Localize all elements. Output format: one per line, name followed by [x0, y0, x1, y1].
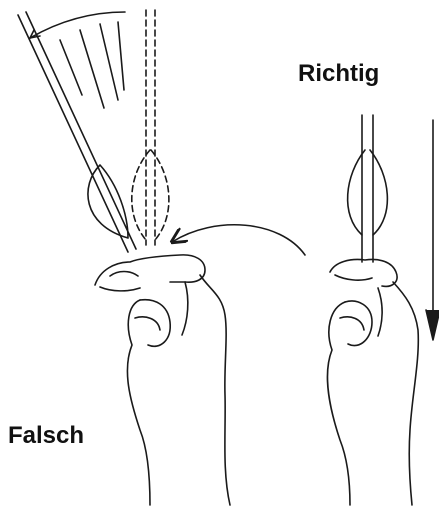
- thumb-line-wrong: [135, 317, 160, 330]
- correct-release-illustration: [327, 115, 439, 505]
- thumb-correct: [345, 301, 372, 346]
- finger-wrong: [95, 255, 205, 285]
- wrong-label: Falsch: [8, 424, 84, 448]
- finger-curl-wrong: [100, 287, 140, 291]
- arrow-shaft-wrong: [18, 15, 128, 252]
- fletching-wrong: [88, 165, 128, 238]
- curved-arrow: [172, 225, 305, 255]
- ghost-arrow: [132, 10, 169, 245]
- motion-streak: [100, 24, 118, 100]
- hand-outline-correct-right: [393, 282, 418, 505]
- hand-outline-wrong-right: [200, 275, 230, 505]
- correct-label: Richtig: [298, 62, 379, 86]
- palm-line-wrong: [182, 282, 188, 335]
- finger-curl-correct: [335, 275, 372, 280]
- palm-line-correct: [378, 288, 382, 336]
- hand-outline-correct-left: [327, 302, 350, 505]
- hand-outline-wrong-left: [127, 300, 150, 505]
- motion-streak: [60, 40, 82, 95]
- motion-streak: [118, 22, 124, 90]
- down-arrow-head: [426, 310, 439, 340]
- thumb-line-correct: [340, 317, 364, 330]
- finger-correct: [330, 260, 397, 287]
- motion-streak: [80, 30, 104, 108]
- motion-arc-top: [30, 12, 125, 38]
- thumb-wrong: [140, 300, 170, 347]
- knuckle-wrong: [110, 272, 138, 277]
